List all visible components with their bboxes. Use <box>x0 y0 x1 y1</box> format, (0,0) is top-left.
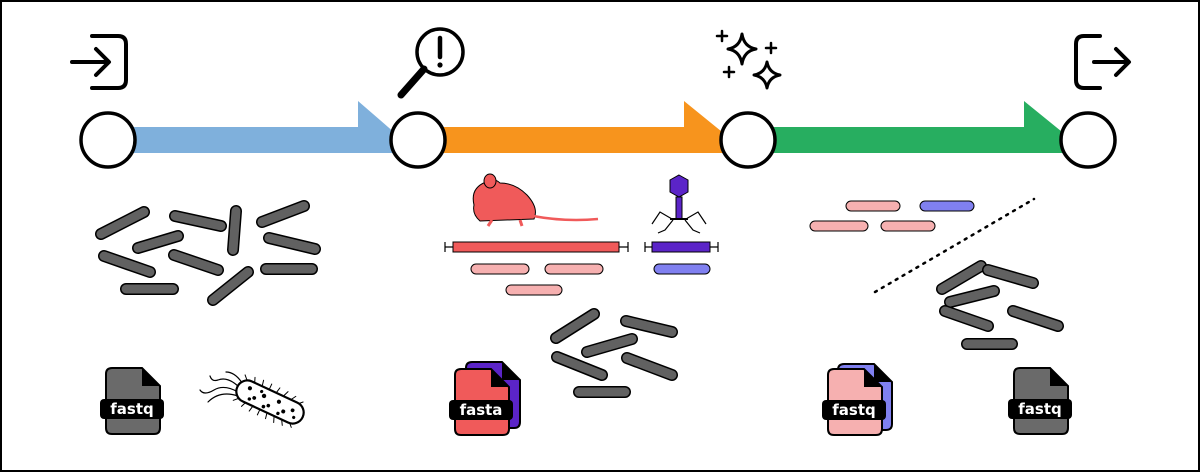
fastq-file-stack-host: fastq <box>822 363 893 436</box>
phage-reference <box>644 174 719 275</box>
read-segment <box>552 352 607 380</box>
read-segment <box>945 286 999 307</box>
fastq-file-icon-raw: fastq <box>100 367 164 435</box>
read-segment <box>983 265 1038 288</box>
host-read <box>809 220 869 232</box>
middle-reads-cluster <box>550 308 678 398</box>
file-label-raw: fastq <box>110 400 153 418</box>
phage-icon <box>651 174 707 234</box>
read-segment <box>937 261 986 294</box>
host-read <box>470 263 530 275</box>
phage-genome-bar <box>651 241 711 253</box>
host-read <box>505 284 563 296</box>
sparkles-icon <box>726 32 782 90</box>
raw-reads-cluster <box>95 200 321 306</box>
host-read <box>544 263 604 275</box>
clean-reads-cluster <box>936 260 1064 350</box>
file-label-host: fastq <box>832 401 875 419</box>
read-segment <box>257 201 309 227</box>
host-genome-bar <box>452 241 620 253</box>
sparkle-plus-marks <box>715 29 778 79</box>
read-segment <box>99 251 155 277</box>
fastq-file-icon-clean: fastq <box>1008 367 1072 435</box>
read-segment <box>208 267 253 305</box>
file-label-clean: fastq <box>1018 400 1061 418</box>
output-icon <box>1074 34 1131 90</box>
read-segment <box>228 206 241 255</box>
host-read <box>880 220 936 232</box>
classified-reads <box>809 200 975 232</box>
phage-read <box>919 200 975 212</box>
read-segment <box>582 334 637 357</box>
read-segment <box>133 231 183 253</box>
bacterium-icon <box>199 371 305 428</box>
mouse-icon <box>472 173 599 227</box>
host-read <box>845 200 901 212</box>
read-segment <box>621 316 677 337</box>
stage-node-input <box>79 111 137 169</box>
read-segment <box>264 233 320 254</box>
read-segment <box>940 306 993 331</box>
phage-read <box>653 263 711 275</box>
dotted-separator <box>873 197 1036 294</box>
read-segment <box>169 250 223 275</box>
stage1-arrow <box>108 101 418 153</box>
input-icon <box>70 34 128 90</box>
read-segment <box>1008 306 1063 331</box>
read-segment <box>170 211 226 231</box>
stage-nodes <box>79 111 1117 169</box>
stage-node-detect <box>389 111 447 169</box>
fastq-file-icon-host: fastq <box>822 368 886 436</box>
read-segment <box>551 309 599 343</box>
host-reference <box>444 173 629 296</box>
read-segment <box>96 207 149 239</box>
magnifier-alert-icon <box>397 27 465 99</box>
stage-node-output <box>1059 111 1117 169</box>
stage3-arrow <box>748 101 1088 153</box>
read-segment <box>622 353 677 380</box>
stage-node-clean <box>719 111 777 169</box>
stage2-arrow <box>418 101 748 153</box>
stage-arrows <box>108 101 1088 153</box>
fasta-file-stack: fasta <box>449 361 521 436</box>
fasta-file-icon: fasta <box>449 368 513 436</box>
file-label-reference: fasta <box>460 401 503 419</box>
